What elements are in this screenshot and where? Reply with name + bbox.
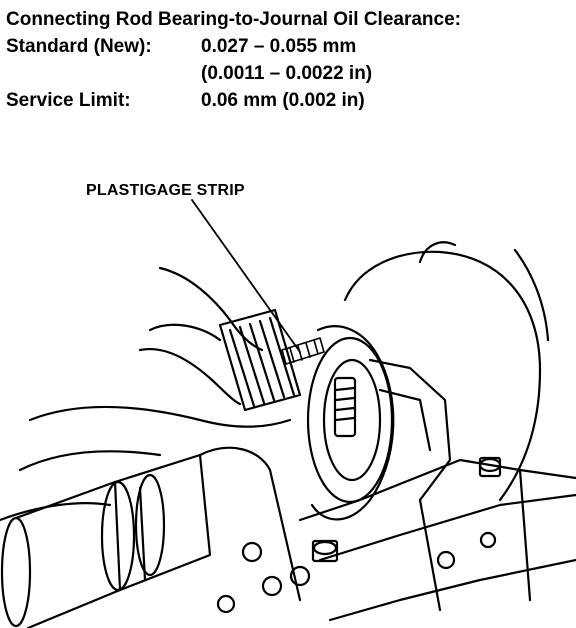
- engine-block: [298, 458, 576, 622]
- rod-bolt: [333, 376, 357, 438]
- standard-value-mm: 0.027 – 0.055 mm: [201, 36, 357, 57]
- bearing-shell: [218, 308, 302, 412]
- crankshaft-snout: [0, 446, 302, 628]
- block-hole: [479, 531, 497, 549]
- block-hole: [289, 565, 311, 587]
- plastigage-callout-label: PLASTIGAGE STRIP: [86, 182, 245, 199]
- block-hole: [261, 575, 283, 597]
- bearing-cap: [368, 358, 452, 502]
- block-hole: [241, 541, 263, 563]
- plastigage-strip: [281, 337, 325, 365]
- callout-leader-line: [191, 199, 301, 353]
- block-bolt: [311, 539, 339, 563]
- standard-value-in: (0.0011 – 0.0022 in): [201, 63, 373, 84]
- block-hole: [436, 550, 456, 570]
- journal-disk: [310, 325, 395, 521]
- technician-hand: [0, 266, 292, 522]
- block-hole: [216, 594, 236, 614]
- spec-heading: Connecting Rod Bearing-to-Journal Oil Cl…: [6, 9, 461, 30]
- counterweight-outline: [343, 250, 542, 502]
- service-limit-value: 0.06 mm (0.002 in): [201, 90, 365, 111]
- standard-label: Standard (New):: [6, 36, 152, 57]
- block-bolt: [478, 456, 502, 478]
- service-limit-label: Service Limit:: [6, 90, 131, 111]
